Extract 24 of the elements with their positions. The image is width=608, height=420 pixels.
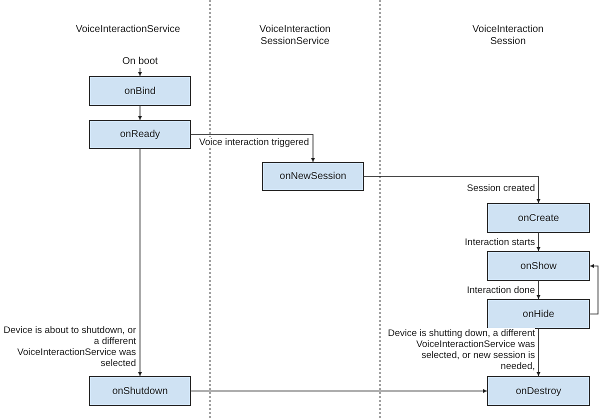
lane-title: VoiceInteractionService [74,24,182,36]
arrow [138,148,142,376]
process-box: onReady [89,120,191,149]
lane-title: VoiceInteraction Session [471,24,545,48]
process-box: onShutdown [89,376,191,406]
arrow [536,280,540,300]
arrow [536,232,540,252]
process-box: onCreate [487,203,590,233]
edge-label: Device is about to shutdown, or a different VoiceInteractionService was selected [2,325,136,369]
process-box: onShow [487,251,590,281]
arrow [190,389,488,393]
process-box: onBind [89,76,191,106]
arrow [536,328,540,376]
process-box: onNewSession [262,162,364,191]
process-box: onDestroy [487,376,590,406]
edge-label: Voice interaction triggered [199,137,309,148]
arrow [364,176,540,204]
arrow [138,68,142,76]
arrow [590,264,598,314]
arrow [190,134,315,162]
process-box: onHide [487,299,590,329]
arrow [138,106,142,120]
lane-title: VoiceInteraction SessionService [258,24,332,48]
start-label: On boot [115,54,165,68]
